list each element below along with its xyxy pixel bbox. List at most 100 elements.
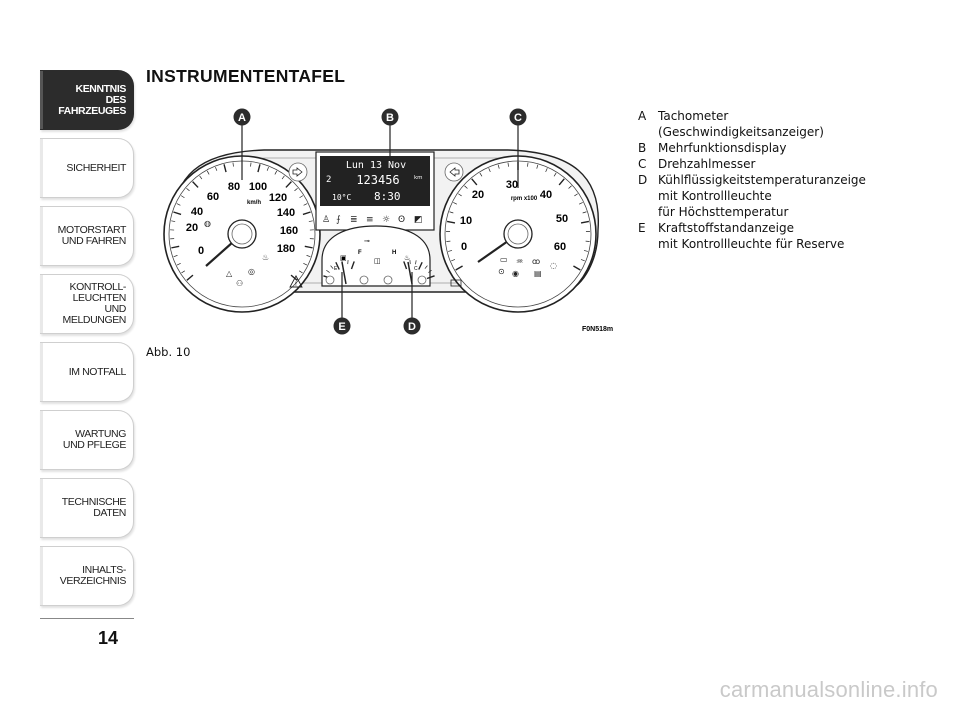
callout-c: C — [509, 108, 527, 126]
lower-gauges-frame — [321, 225, 431, 287]
dial-tick — [446, 220, 456, 224]
dial-tick — [458, 193, 462, 197]
display-gear: 2 — [326, 175, 331, 185]
tab-sicherheit[interactable]: SICHERHEIT — [40, 138, 134, 198]
dial-tick — [232, 162, 234, 167]
legend-letter: A — [638, 109, 647, 123]
tab-im-notfall[interactable]: IM NOTFALL — [40, 342, 134, 402]
tachometer-label-50: 50 — [556, 213, 568, 225]
watermark: carmanualsonline.info — [719, 677, 938, 702]
dial-tick — [415, 260, 417, 265]
speedometer-label-0: 0 — [198, 245, 204, 257]
dial-tick — [426, 275, 435, 280]
dial-tick — [181, 270, 186, 274]
tachometer-label-10: 10 — [460, 215, 472, 227]
legend-text: Kühlflüssigkeitstemperaturanzeige mit Ko… — [658, 173, 866, 219]
dial-tick — [186, 274, 194, 281]
legend-text: Drehzahlmesser — [658, 157, 756, 171]
dial-tick — [215, 166, 218, 171]
dial-tick — [206, 170, 210, 175]
dial-tick — [350, 261, 355, 270]
tab-technische-daten[interactable]: TECHNISCHE DATEN — [40, 478, 134, 538]
tab-motorstart-und-fahren[interactable]: MOTORSTART UND FAHREN — [40, 206, 134, 266]
legend-text: Tachometer (Geschwindigkeitsanzeiger) — [658, 109, 824, 139]
speedometer-label-40: 40 — [191, 206, 203, 218]
speedometer-label-80: 80 — [228, 181, 240, 193]
dial-tick — [294, 187, 298, 192]
speedometer-ticks — [170, 162, 314, 281]
dial-tick — [192, 181, 199, 188]
speedometer-label-120: 120 — [269, 192, 287, 204]
rear-fog-icon: ʘ — [398, 215, 405, 225]
seat-icon: ♨ — [262, 253, 269, 262]
legend-item-e: E Kraftstoffstandanzeige mit Kontrollleu… — [638, 220, 938, 252]
tachometer-label-40: 40 — [540, 189, 552, 201]
speedometer: 0 20 40 60 80 100 120 140 160 180 km/h ◍… — [163, 155, 321, 313]
sun-icon: ☼ — [382, 215, 390, 225]
figure-legend: A Tachometer (Geschwindigkeitsanzeiger) … — [638, 108, 938, 252]
trip-button — [325, 275, 335, 285]
dial-tick — [464, 185, 468, 189]
dial-tick — [330, 265, 334, 269]
dial-tick — [303, 203, 308, 206]
instrument-panel-drawing: 0 20 40 60 80 100 120 140 160 180 km/h ◍… — [163, 108, 613, 335]
legend-letter: B — [638, 141, 647, 155]
dial-tick — [223, 164, 227, 173]
dial-tick — [536, 164, 539, 169]
display-time: 8:30 — [374, 190, 401, 203]
tab-kontrollleuchten-und-meldungen[interactable]: KONTROLL- LEUCHTEN UND MELDUNGEN — [40, 274, 134, 334]
page-number: 14 — [98, 628, 119, 648]
dial-tick — [553, 172, 557, 177]
speedometer-label-180: 180 — [277, 243, 295, 255]
temp-cold-label: C — [414, 266, 418, 272]
display-temperature: 10°C — [332, 193, 351, 202]
speedometer-hub-inner — [231, 223, 253, 245]
tachometer-warning-icons: ▭ ♒ ⊙ ◉ ꝏ ▤ ◌ — [498, 255, 557, 278]
tab-kenntnis-des-fahrzeuges[interactable]: KENNTNIS DES FAHRZEUGES — [40, 70, 134, 130]
speedometer-unit: km/h — [247, 200, 261, 206]
glow-plug-icon: ꝏ — [532, 257, 540, 266]
dial-tick — [471, 178, 478, 186]
dial-tick — [580, 220, 590, 224]
tab-inhaltsverzeichnis[interactable]: INHALTS- VERZEICHNIS — [40, 546, 134, 606]
callout-d-letter: D — [408, 321, 416, 333]
tachometer-label-60: 60 — [554, 241, 566, 253]
figure-caption: Abb. 10 — [146, 345, 191, 359]
dial-tick — [558, 178, 565, 186]
dial-tick — [583, 250, 588, 252]
fuel-needle — [341, 261, 347, 285]
dial-tick — [449, 211, 454, 214]
dial-tick — [199, 175, 203, 180]
key-icon: ⊸ — [364, 237, 370, 245]
speedometer-label-160: 160 — [280, 225, 298, 237]
dial-tick — [574, 193, 578, 197]
legend-item-d: D Kühlflüssigkeitstemperaturanzeige mit … — [638, 172, 938, 220]
dial-tick — [451, 259, 456, 262]
speedometer-label-60: 60 — [207, 191, 219, 203]
tab-wartung-und-pflege[interactable]: WARTUNG UND PFLEGE — [40, 410, 134, 470]
tachometer-label-20: 20 — [472, 189, 484, 201]
dial-tick — [573, 265, 581, 271]
legend-item-b: B Mehrfunktionsdisplay — [638, 140, 938, 156]
display-odometer-unit: km — [414, 175, 423, 181]
dial-tick — [545, 168, 548, 173]
legend-letter: C — [638, 157, 647, 171]
temp-hot-label: H — [392, 250, 396, 256]
warning-triangle-icon: ! — [289, 275, 303, 288]
fuel-empty-label: E — [334, 266, 338, 272]
svg-text:!: ! — [295, 281, 297, 288]
dial-tick — [455, 265, 463, 271]
temp-needle — [407, 261, 413, 285]
engine-icon: ◍ — [204, 219, 211, 228]
display-date: Lun 13 Nov — [346, 160, 406, 171]
dial-tick — [448, 250, 453, 252]
dial-tick — [335, 261, 340, 270]
dial-tick — [479, 172, 483, 177]
dial-tick — [453, 202, 458, 205]
dial-tick — [298, 270, 303, 274]
dial-tick — [250, 162, 252, 167]
door-icon: ◩ — [414, 215, 423, 225]
legend-text: Kraftstoffstandanzeige mit Kontrollleuch… — [658, 221, 845, 251]
chapter-tabs: KENNTNIS DES FAHRZEUGES SICHERHEIT MOTOR… — [40, 70, 134, 614]
dial-tick — [180, 195, 185, 199]
